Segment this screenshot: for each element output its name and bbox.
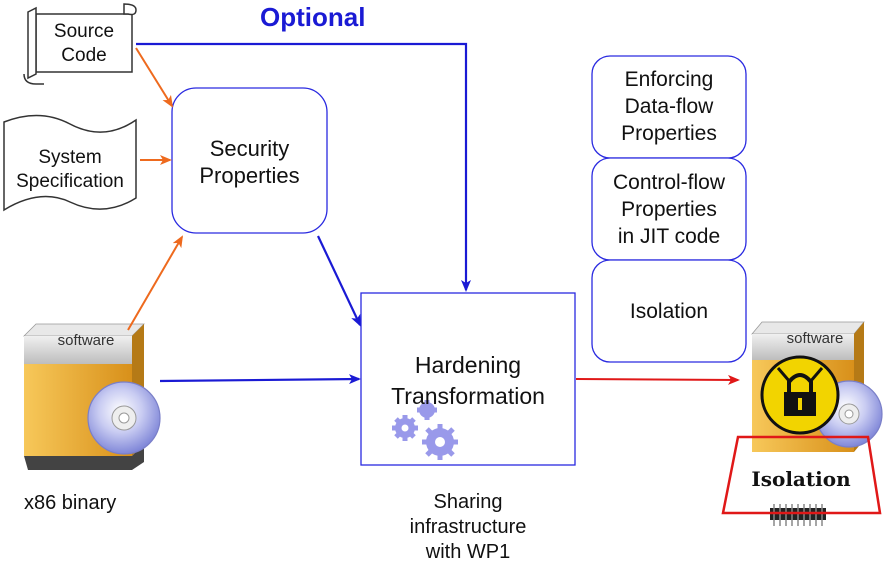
software-label-right: software: [786, 330, 844, 347]
arrow-hardening-to-output: [575, 374, 740, 385]
x86-binary-label: x86 binary: [24, 492, 117, 514]
isolation-platform: [721, 435, 882, 515]
property-label-isolation: Isolation: [629, 300, 709, 323]
security-properties-box: [171, 87, 328, 234]
arrow-security-to-hardening: [317, 235, 361, 327]
padlock-icon: [760, 355, 840, 435]
gears-icon: [392, 400, 458, 460]
property-label-dataflow: Enforcing Data-flow Properties: [621, 68, 717, 145]
security-properties-label: Security Properties: [199, 136, 300, 188]
property-label-controlflow: Control-flow Properties in JIT code: [612, 171, 726, 248]
microchip-icon: [770, 504, 826, 526]
arrow-binary-to-hardening: [159, 374, 361, 385]
document-scroll-icon: [23, 3, 137, 85]
source-code-label: Source Code: [53, 21, 115, 66]
document-wave-icon: [3, 114, 137, 212]
sharing-infrastructure-label: Sharing infrastructure with WP1: [409, 491, 527, 563]
isolation-banner: Isolation: [751, 467, 851, 491]
software-label-left: software: [57, 332, 115, 349]
property-box-isolation: [591, 259, 747, 363]
cd-disc-icon: [87, 381, 161, 455]
arrow-source-to-security: [135, 47, 174, 108]
arrows: [127, 42, 740, 385]
hardening-transformation-label: Hardening Transformation: [391, 352, 545, 409]
arrow-binary-to-security: [127, 235, 184, 331]
arrow-optional: [136, 42, 471, 292]
optional-label: Optional: [260, 2, 366, 32]
system-spec-label: System Specification: [16, 147, 124, 192]
